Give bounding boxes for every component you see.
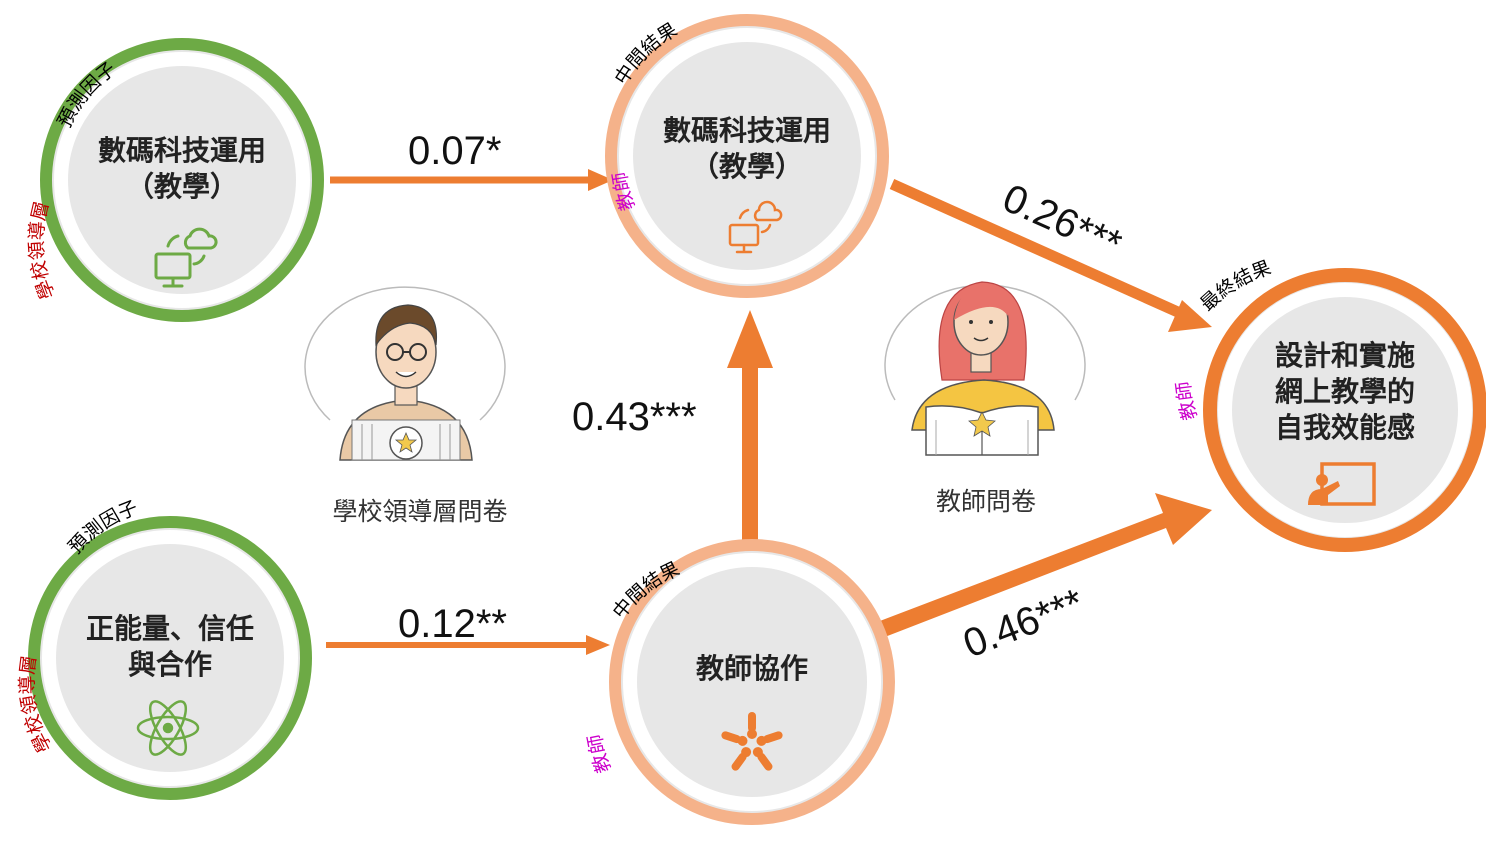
node-title-line1: 正能量、信任 [86, 612, 254, 645]
coef-collab-to-digital: 0.43*** [572, 395, 697, 439]
teacher-survey-caption: 教師問卷 [936, 487, 1036, 516]
leadership-survey-caption: 學校領導層問卷 [332, 497, 507, 526]
arrow-collab-to-digital [727, 310, 773, 561]
node-title-line2: （教學） [691, 150, 803, 183]
node-title-line2: （教學） [126, 170, 238, 203]
node-title-line1: 數碼科技運用 [98, 134, 266, 167]
node-title-line3: 自我效能感 [1275, 411, 1415, 444]
node-title-line2: 網上教學的 [1275, 375, 1415, 408]
arrow-collab-to-outcome [872, 493, 1212, 640]
node-predictor-digital: 數碼科技運用 （教學） 預測因子 學校領導層 [26, 38, 324, 322]
node-mediator-collab: 教師協作 中間結果 教師 [584, 539, 895, 825]
teacher-tag: 教師 [584, 732, 615, 775]
node-title-line1: 設計和實施 [1275, 339, 1415, 372]
node-title-line1: 教師協作 [696, 652, 808, 685]
hands-teamwork-icon [721, 712, 783, 771]
coef-positive-to-collab: 0.12** [398, 602, 507, 646]
teacher-board-icon [1308, 462, 1376, 506]
node-title-line1: 數碼科技運用 [663, 114, 831, 147]
arrow-positive-to-collab [326, 635, 610, 655]
teacher-tag: 教師 [1173, 380, 1202, 422]
path-arrows [326, 169, 1212, 655]
computer-cloud-icon [154, 227, 218, 288]
atom-icon [136, 700, 200, 756]
coef-mediator-to-outcome: 0.26*** [996, 176, 1128, 267]
node-outcome: 設計和實施 網上教學的 自我效能感 最終結果 教師 [1173, 257, 1486, 552]
node-predictor-positive: 正能量、信任 與合作 預測因子 學校領導層 [16, 497, 312, 800]
arrow-digital-to-mediator [330, 169, 613, 191]
node-title-line2: 與合作 [128, 648, 212, 681]
leader-avatar-illustration [304, 286, 506, 461]
coef-digital-to-mediator: 0.07* [408, 129, 501, 173]
path-coefficients: 0.07* 0.12** 0.43*** 0.26*** 0.46*** [398, 129, 1128, 666]
computer-cloud-icon [728, 200, 783, 254]
teacher-avatar-illustration [884, 281, 1086, 456]
node-mediator-digital: 數碼科技運用 （教學） 中間結果 教師 [605, 14, 889, 298]
arrow-mediator-to-outcome [889, 178, 1212, 332]
